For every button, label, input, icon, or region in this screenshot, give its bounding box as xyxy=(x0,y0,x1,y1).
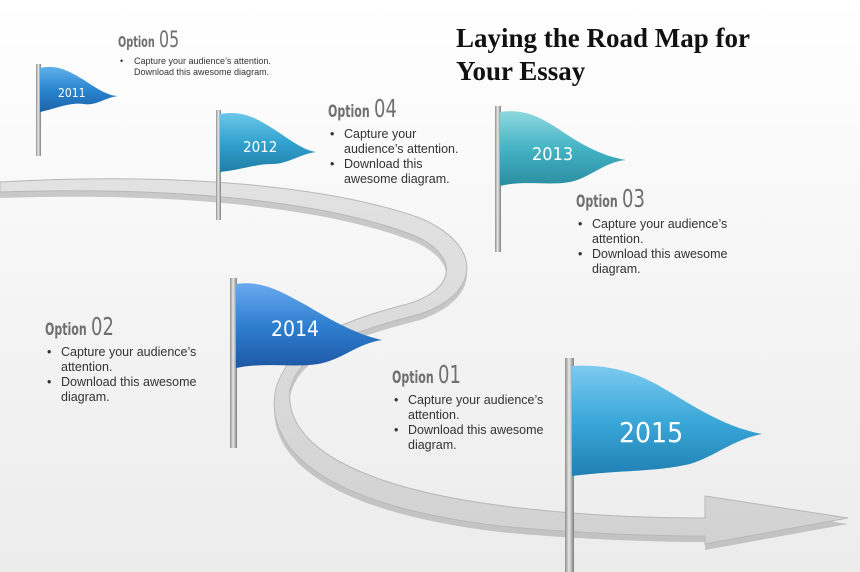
bullet-text: Capture your audience’s attention. xyxy=(392,393,562,423)
option-number: 02 xyxy=(90,312,114,341)
option-number: 01 xyxy=(437,360,461,389)
flag-cloth xyxy=(220,112,316,172)
flag-cloth xyxy=(500,111,626,186)
bullet-text: Download this awesome diagram. xyxy=(392,423,562,453)
option-number: 03 xyxy=(621,184,645,213)
flag-year-label: 2013 xyxy=(532,144,573,165)
bullet-text: Capture your audience’s attention. Downl… xyxy=(118,56,298,78)
option-word: Option xyxy=(118,33,155,51)
flag-pole xyxy=(36,64,41,156)
flag-year-label: 2011 xyxy=(58,86,85,100)
flag-pole xyxy=(565,358,574,572)
flag-pole xyxy=(216,110,221,220)
flag-2015: 2015 xyxy=(565,358,762,572)
flag-year-label: 2014 xyxy=(271,317,319,341)
option-number: 05 xyxy=(159,28,180,53)
flag-cloth xyxy=(572,365,762,476)
flag-2011: 2011 xyxy=(36,64,118,156)
bullet-text: Download this awesome diagram. xyxy=(576,247,756,277)
flag-pole xyxy=(495,106,501,252)
flag-2012: 2012 xyxy=(216,110,316,220)
option-word: Option xyxy=(328,102,370,122)
bullet-text: Capture your audience’s attention. xyxy=(45,345,215,375)
bullet-text: Download this awesome diagram. xyxy=(328,157,468,187)
bullet-text: Download this awesome diagram. xyxy=(45,375,215,405)
road xyxy=(0,178,849,550)
option-word: Option xyxy=(392,368,434,388)
road-surface xyxy=(0,178,849,545)
flag-pole xyxy=(230,278,237,448)
option-bullets: Capture your audience’s attention. Downl… xyxy=(576,217,756,277)
flag-2014: 2014 xyxy=(230,278,382,448)
flag-2013: 2013 xyxy=(495,106,626,252)
flag-year-label: 2015 xyxy=(619,416,683,449)
flag-cloth xyxy=(40,66,118,112)
option-word: Option xyxy=(45,320,87,340)
option-bullets: Capture your audience’s attention. Downl… xyxy=(392,393,562,453)
option-bullets: Capture your audience’s attention. Downl… xyxy=(45,345,215,405)
bullet-text: Capture your audience’s attention. xyxy=(576,217,756,247)
flag-cloth xyxy=(236,283,382,368)
option-word: Option xyxy=(576,192,618,212)
bullet-text: Capture your audience’s attention. xyxy=(328,127,468,157)
option-bullets: Capture your audience’s attention. Downl… xyxy=(328,127,468,187)
option-number: 04 xyxy=(373,94,397,123)
flag-year-label: 2012 xyxy=(243,138,277,156)
option-bullets: Capture your audience’s attention. Downl… xyxy=(118,56,298,78)
